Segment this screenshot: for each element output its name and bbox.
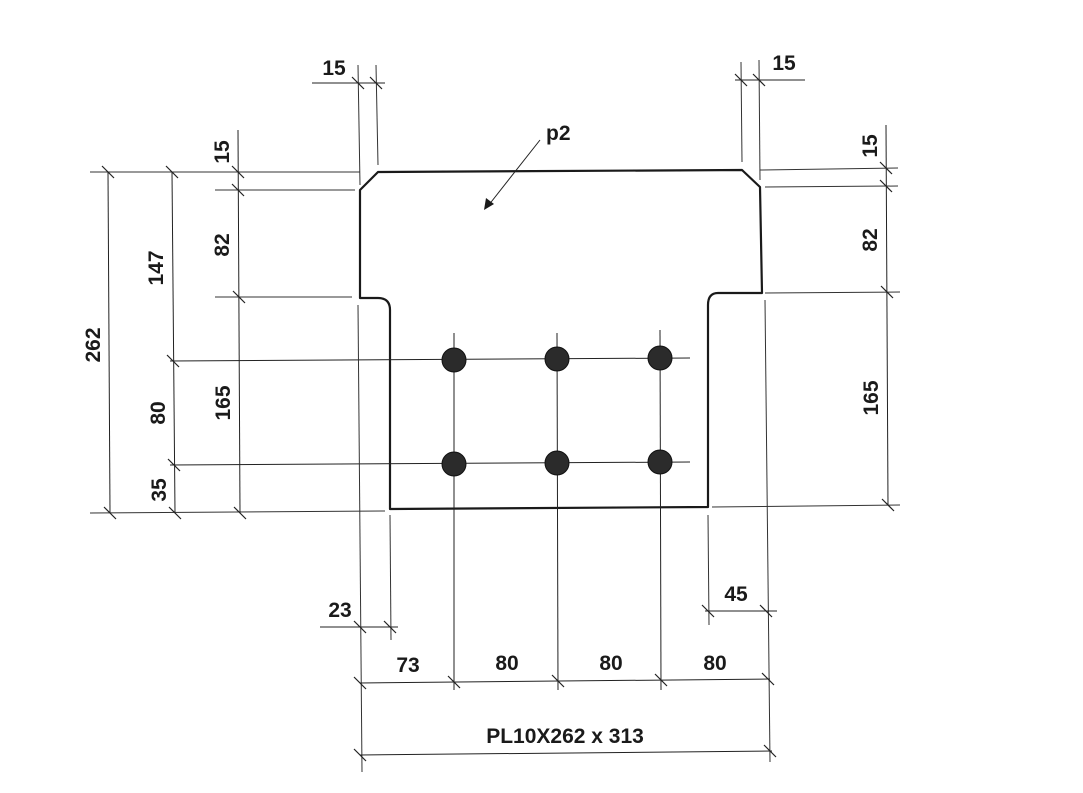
bolt-hole [544,450,570,476]
dim-bolt-spacing-1: 80 [495,652,518,675]
bottom-dimensions: 23 45 73 80 80 80 PL10X262 x 313 [320,299,777,773]
bolt-hole [441,347,467,373]
leader-arrow [484,198,494,210]
plate-outline [358,168,764,511]
dim-top-chamfer-right: 15 [859,134,882,158]
part-label: p2 [546,122,571,145]
dim-bolt-spacing-2: 80 [599,652,622,675]
dim-web-left: 165 [212,385,235,420]
bolt-group [441,345,673,477]
bolt-hole [544,346,570,372]
bolt-hole [647,449,673,475]
dim-upper-height: 147 [145,250,168,285]
bolt-hole [647,345,673,371]
right-dimensions: 15 82 165 [711,124,901,512]
top-dimensions: 15 15 [312,52,805,186]
dim-edge-right: 80 [703,652,726,675]
bolt-hole [441,451,467,477]
dim-overall-height: 262 [82,327,105,362]
dim-top-chamfer-width-left: 15 [322,57,346,80]
plate-caption: PL10X262 x 313 [486,725,644,748]
dim-bolt-spacing-vertical: 80 [147,401,170,424]
dim-top-chamfer-left: 15 [211,140,234,164]
part-label-group: p2 [484,122,571,210]
dim-bottom-edge: 35 [148,478,171,502]
dim-top-chamfer-width-right: 15 [772,52,796,75]
dim-left-step: 23 [328,599,351,622]
dim-right-step: 45 [724,583,748,606]
dim-flange-left: 82 [211,233,234,256]
dim-web-right: 165 [860,380,883,415]
dim-flange-right: 82 [859,228,882,251]
left-dimensions: 262 147 80 35 15 82 165 [82,129,386,520]
bolt-grid [169,329,691,691]
dim-edge-to-bolt: 73 [396,654,419,677]
